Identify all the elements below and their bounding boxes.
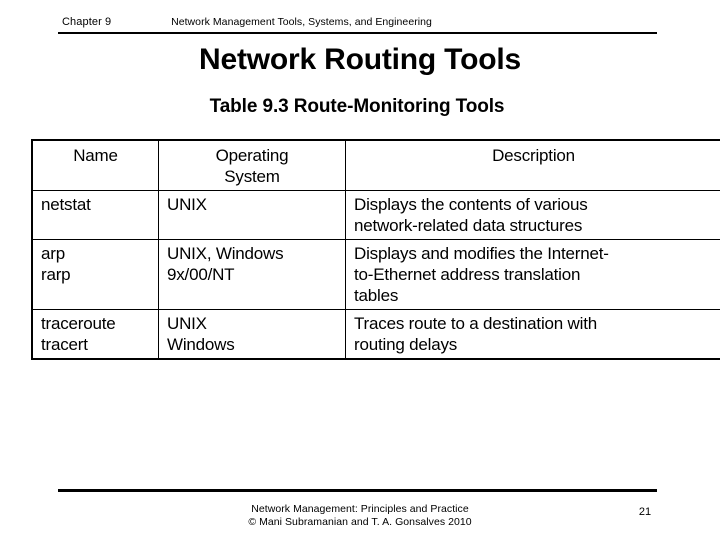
cell-name: traceroute tracert — [31, 309, 159, 360]
chapter-label: Chapter 9 — [62, 16, 112, 28]
column-header-description-text: Description — [492, 146, 575, 165]
cell-name-line-2: rarp — [41, 265, 71, 284]
cell-name-line-1: netstat — [41, 195, 91, 214]
cell-name-line-2: tracert — [41, 335, 88, 354]
cell-description-line-2: network-related data structures — [354, 216, 583, 235]
cell-os-line-2: 9x/00/NT — [167, 265, 235, 284]
cell-description-line-1: Displays the contents of various — [354, 195, 588, 214]
cell-operating-system: UNIX — [158, 190, 346, 240]
column-header-operating-system: Operating System — [158, 139, 346, 191]
table-header-row: Name Operating System Description — [31, 139, 720, 191]
cell-os-line-2: Windows — [167, 335, 235, 354]
footer-line-2: © Mani Subramanian and T. A. Gonsalves 2… — [248, 516, 472, 528]
route-monitoring-tools-table: Name Operating System Description netsta… — [31, 139, 720, 360]
cell-os-line-1: UNIX, Windows — [167, 244, 284, 263]
cell-os-line-1: UNIX — [167, 195, 207, 214]
cell-name: arp rarp — [31, 239, 159, 310]
page-title: Network Routing Tools — [199, 43, 521, 76]
slide-header: Chapter 9 Network Management Tools, Syst… — [58, 15, 657, 31]
cell-operating-system: UNIX Windows — [158, 309, 346, 360]
cell-name: netstat — [31, 190, 159, 240]
page-number: 21 — [638, 506, 652, 518]
slide-footer: Network Management: Principles and Pract… — [0, 503, 720, 529]
cell-description-line-1: Traces route to a destination with — [354, 314, 597, 333]
cell-operating-system: UNIX, Windows 9x/00/NT — [158, 239, 346, 310]
header-subtitle: Network Management Tools, Systems, and E… — [171, 16, 432, 28]
cell-os-line-1: UNIX — [167, 314, 207, 333]
cell-description-line-1: Displays and modifies the Internet- — [354, 244, 609, 263]
cell-description: Displays the contents of various network… — [345, 190, 720, 240]
table-row: netstat UNIX Displays the contents of va… — [31, 190, 720, 240]
column-header-os-line-1: Operating — [215, 146, 289, 165]
table-caption: Table 9.3 Route-Monitoring Tools — [209, 96, 505, 117]
cell-description-line-3: tables — [354, 286, 399, 305]
table-row: traceroute tracert UNIX Windows Traces r… — [31, 309, 720, 360]
cell-description: Displays and modifies the Internet- to-E… — [345, 239, 720, 310]
header-divider — [58, 32, 657, 34]
cell-name-line-1: arp — [41, 244, 65, 263]
column-header-name-text: Name — [73, 146, 118, 165]
table-row: arp rarp UNIX, Windows 9x/00/NT Displays… — [31, 239, 720, 310]
footer-divider — [58, 489, 657, 492]
cell-description-line-2: to-Ethernet address translation — [354, 265, 581, 284]
cell-description-line-2: routing delays — [354, 335, 458, 354]
cell-description: Traces route to a destination with routi… — [345, 309, 720, 360]
column-header-name: Name — [31, 139, 159, 191]
column-header-os-line-2: System — [224, 167, 280, 186]
cell-name-line-1: traceroute — [41, 314, 116, 333]
column-header-description: Description — [345, 139, 720, 191]
footer-line-1: Network Management: Principles and Pract… — [251, 503, 469, 515]
